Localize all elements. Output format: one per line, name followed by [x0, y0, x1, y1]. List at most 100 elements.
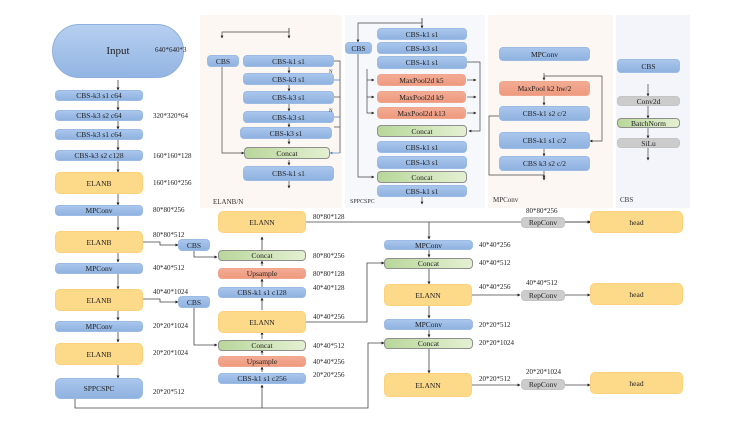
- neck-mpconv-2: MPConv: [384, 319, 473, 330]
- neck-dim-5: 40*40*256: [313, 313, 345, 321]
- elan-legend-n2: N: [329, 109, 333, 114]
- spp-legend-cbs: CBS: [345, 42, 372, 54]
- spp-legend-out: CBS-k1 s1: [377, 185, 467, 197]
- backbone-elanb-4: ELANB: [55, 343, 143, 365]
- backbone-cbs-3: CBS-k3 s1 c64: [55, 129, 143, 140]
- backbone-dim-10: 20*20*1024: [153, 322, 188, 330]
- backbone-elanb-2: ELANB: [55, 231, 143, 253]
- spp-legend-pool-3: MaxPool2d k13: [377, 107, 466, 119]
- head-2: head: [590, 283, 683, 305]
- side-cbs-2: CBS: [178, 296, 210, 308]
- spp-legend-top-1: CBS-k1 s1: [377, 28, 467, 40]
- cbs-legend-bn: BatchNorm: [617, 118, 680, 128]
- mpconv-legend-b1: CBS-k1 s2 c/2: [499, 106, 590, 121]
- side-cbs-1: CBS: [178, 239, 210, 251]
- cbs-legend-title: CBS: [620, 196, 634, 204]
- cbs-legend-panel: [616, 15, 690, 208]
- spp-legend-concat-2: Concat: [377, 171, 467, 183]
- repconv-3: RepConv: [521, 379, 565, 390]
- backbone-mpconv-2: MPConv: [55, 263, 143, 274]
- backbone-cbs-2: CBS-k3 s2 c64: [55, 110, 143, 121]
- backbone-elanb-3: ELANB: [55, 289, 143, 311]
- neck-concat-1: Concat: [218, 250, 306, 261]
- neck-dim-7: 40*40*256: [313, 358, 345, 366]
- spp-legend-pool-1: MaxPool2d k5: [377, 74, 466, 86]
- elan-legend-block-2: CBS-k3 s1: [243, 73, 334, 85]
- neck-dim-3: 80*80*128: [313, 270, 345, 278]
- neck-cbs-1: CBS-k1 s1 c128: [218, 287, 306, 298]
- cbs-legend-conv: Conv2d: [617, 96, 680, 106]
- neck-dim-6: 40*40*512: [313, 342, 345, 350]
- neck-dim-1: 80*80*128: [313, 213, 345, 221]
- repconv-2: RepConv: [521, 290, 565, 301]
- mpconv-legend-head: MPConv: [499, 47, 590, 61]
- backbone-cbs-4: CBS-k3 s2 c128: [55, 150, 143, 161]
- elan-legend-out: CBS-k1 s1: [243, 166, 334, 181]
- elan-legend-block-4: CBS-k3 s1: [243, 111, 334, 123]
- repconv-dim-1: 80*80*256: [526, 207, 558, 215]
- backbone-dim-8: 40*40*512: [153, 264, 185, 272]
- neck-elann-2: ELANN: [218, 311, 306, 333]
- head-3: head: [590, 372, 683, 394]
- neck-dim-8: 20*20*256: [313, 371, 345, 379]
- elan-legend-block-5: CBS-k3 s1: [240, 127, 332, 139]
- repconv-dim-3: 20*20*1024: [526, 368, 561, 376]
- neck-upsample-2: Upsample: [218, 356, 306, 367]
- spp-legend-concat-1: Concat: [377, 125, 467, 137]
- neck-elann-1: ELANN: [218, 211, 306, 233]
- elan-legend-concat: Concat: [244, 147, 330, 159]
- elan-legend-title: ELANB/N: [213, 198, 244, 206]
- backbone-dim-12: 20*20*512: [153, 388, 185, 396]
- cbs-legend-head: CBS: [617, 59, 680, 73]
- backbone-dim-6: 80*80*256: [153, 206, 185, 214]
- backbone-dim-5: 160*160*256: [153, 179, 192, 187]
- elan-legend-cbs: CBS: [207, 55, 239, 67]
- neck-bu-dim-4: 20*20*512: [479, 321, 511, 329]
- spp-legend-title: SPPCSPC: [350, 199, 375, 205]
- spp-legend-top-2: CBS-k3 s1: [377, 42, 467, 54]
- backbone-dim-4: 160*160*128: [153, 152, 192, 160]
- neck-elann-3: ELANN: [384, 284, 472, 306]
- repconv-dim-2: 40*40*512: [526, 279, 558, 287]
- backbone-mpconv-3: MPConv: [55, 321, 143, 332]
- mpconv-legend-b2: CBS-k1 s1 c/2: [499, 132, 590, 149]
- neck-bu-dim-1: 40*40*256: [479, 241, 511, 249]
- elan-legend-block-1: CBS-k1 s1: [243, 55, 334, 67]
- spp-legend-top-3: CBS-k1 s1: [377, 56, 467, 69]
- neck-mpconv-1: MPConv: [384, 240, 473, 250]
- backbone-mpconv-1: MPConv: [55, 205, 143, 216]
- neck-bu-dim-3: 40*40*256: [479, 283, 511, 291]
- neck-dim-2: 80*80*256: [313, 252, 345, 260]
- repconv-1: RepConv: [521, 217, 565, 228]
- cbs-legend-act: SiLu: [617, 138, 680, 148]
- neck-upsample-1: Upsample: [218, 268, 306, 279]
- backbone-cbs-1: CBS-k3 s1 c64: [55, 90, 143, 101]
- spp-legend-mid-2: CBS-k3 s1: [377, 156, 467, 169]
- neck-dim-4: 40*40*128: [313, 284, 345, 292]
- spp-legend-pool-2: MaxPool2d k9: [377, 91, 466, 103]
- neck-cbs-2: CBS-k1 s1 c256: [218, 373, 306, 384]
- backbone-dim-7: 80*80*512: [153, 231, 185, 239]
- backbone-dim-9: 40*40*1024: [153, 288, 188, 296]
- neck-bu-dim-6: 20*20*512: [479, 375, 511, 383]
- neck-concat-2: Concat: [218, 340, 306, 351]
- backbone-dim-11: 20*20*1024: [153, 349, 188, 357]
- backbone-dim-2: 320*320*64: [153, 112, 188, 120]
- neck-concat-3: Concat: [384, 258, 473, 269]
- input-dim-label: 640*640*3: [155, 46, 187, 54]
- neck-elann-4: ELANN: [384, 373, 472, 397]
- neck-bu-dim-2: 40*40*512: [479, 259, 511, 267]
- mpconv-legend-pool: MaxPool k2 hw/2: [499, 81, 590, 96]
- spp-legend-mid-1: CBS-k1 s1: [377, 141, 467, 153]
- head-1: head: [590, 211, 683, 233]
- mpconv-legend-b3: CBS k3 s2 c/2: [499, 156, 590, 171]
- input-node: Input: [52, 24, 184, 78]
- backbone-sppcspc: SPPCSPC: [55, 378, 143, 399]
- elan-legend-n1: N: [329, 70, 333, 75]
- neck-bu-dim-5: 20*20*1024: [479, 339, 514, 347]
- backbone-elanb-1: ELANB: [55, 172, 143, 194]
- neck-concat-4: Concat: [384, 338, 473, 349]
- elan-legend-block-3: CBS-k3 s1: [243, 91, 334, 104]
- mpconv-legend-title: MPConv: [493, 196, 519, 204]
